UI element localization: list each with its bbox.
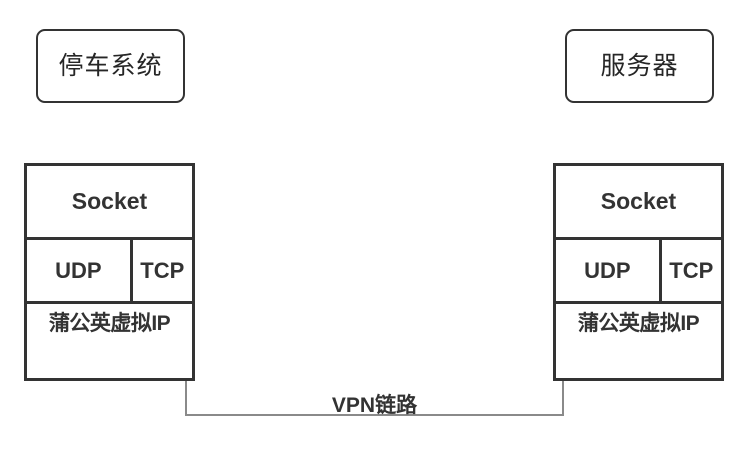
stack-right-socket-label: Socket [600,188,677,214]
vpn-link-label: VPN链路 [331,394,418,417]
stack-right-tcp-label: TCP [669,257,714,283]
stack-right-row-transport: UDP TCP [556,240,721,304]
stack-left-cell-tcp[interactable]: TCP [133,240,192,301]
node-server[interactable]: 服务器 [565,29,714,103]
stack-left-tcp-label: TCP [140,257,185,283]
stack-left-row-transport: UDP TCP [27,240,192,304]
node-parking-system[interactable]: 停车系统 [36,29,185,103]
stack-right[interactable]: Socket UDP TCP 蒲公英虚拟IP [553,163,724,381]
stack-right-cell-udp[interactable]: UDP [556,240,662,301]
stack-right-row-virtual-ip[interactable]: 蒲公英虚拟IP [556,304,721,378]
node-parking-system-label: 停车系统 [58,51,163,80]
stack-right-udp-label: UDP [584,257,631,283]
stack-left-udp-label: UDP [55,257,102,283]
stack-left[interactable]: Socket UDP TCP 蒲公英虚拟IP [24,163,195,381]
stack-left-cell-udp[interactable]: UDP [27,240,133,301]
stack-right-cell-tcp[interactable]: TCP [662,240,721,301]
vpn-connector-left-segment [185,381,187,416]
stack-left-virtual-ip-label: 蒲公英虚拟IP [48,312,171,335]
vpn-connector-right-segment [562,381,564,416]
stack-right-virtual-ip-label: 蒲公英虚拟IP [577,312,700,335]
stack-right-row-socket[interactable]: Socket [556,166,721,240]
node-server-label: 服务器 [600,51,679,80]
stack-left-row-virtual-ip[interactable]: 蒲公英虚拟IP [27,304,192,378]
stack-left-socket-label: Socket [71,188,148,214]
vpn-connector-horizontal-segment [185,414,564,416]
stack-left-row-socket[interactable]: Socket [27,166,192,240]
